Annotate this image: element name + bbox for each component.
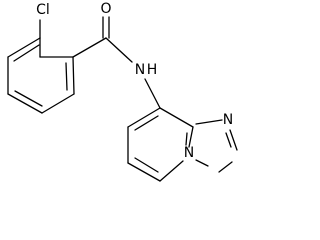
amide-hydrogen-atom-label: H [147,62,158,78]
ring-carbonyl-bond [72,37,107,58]
oxygen-atom-label: O [100,1,111,17]
n-ring-bond [144,78,161,109]
benzene-ring [7,37,75,114]
triazole-nitrogen-top-label: N [223,112,233,128]
pyridine-ring [127,107,194,182]
amide-nitrogen-atom-label: N [135,62,145,78]
triazole-ring [195,119,238,173]
chemical-structure-diagram: Cl O N H N N [7,1,238,182]
triazole-nitrogen-bottom-label: N [184,145,194,161]
chlorine-atom-label: Cl [36,2,50,18]
amide-c-n-bond [105,37,133,63]
